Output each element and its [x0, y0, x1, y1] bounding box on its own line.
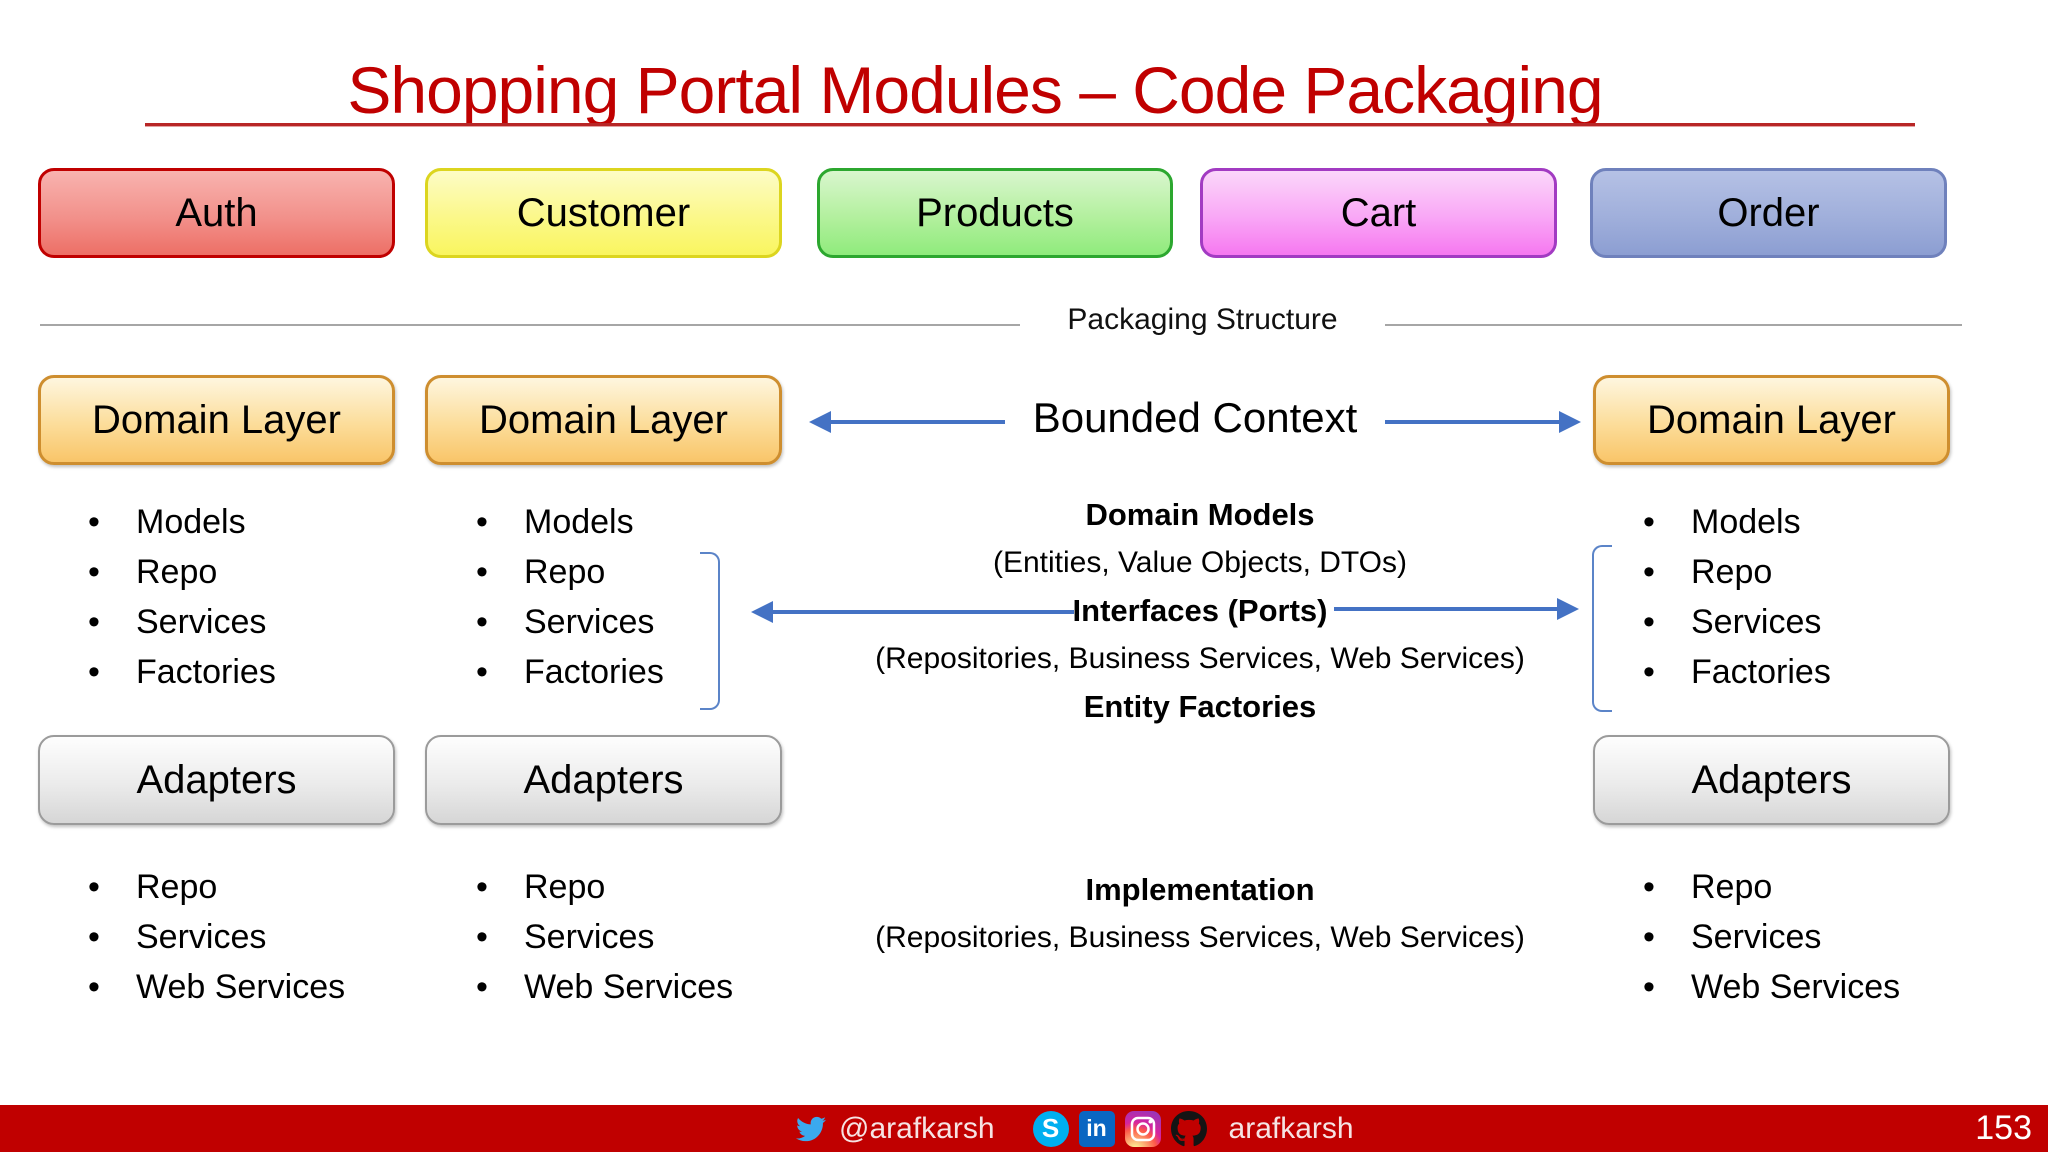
interfaces-left-arrow [751, 601, 1074, 623]
list-item: Models [1643, 497, 1831, 547]
list-item: Factories [88, 647, 276, 697]
adapter-list-1: Repo Services Web Services [88, 862, 345, 1012]
list-item: Services [88, 597, 276, 647]
module-auth: Auth [38, 168, 395, 258]
list-item: Services [476, 912, 733, 962]
entity-factories-title: Entity Factories [1083, 689, 1317, 724]
adapters-box-2: Adapters [425, 735, 782, 825]
list-item: Web Services [1643, 962, 1900, 1012]
domain-list-3: Models Repo Services Factories [1643, 497, 1831, 697]
page-title: Shopping Portal Modules – Code Packaging [347, 53, 1603, 128]
list-item: Repo [1643, 862, 1900, 912]
domain-list-1: Models Repo Services Factories [88, 497, 276, 697]
divider-line-left [40, 324, 1020, 326]
list-item: Repo [1643, 547, 1831, 597]
list-item: Services [1643, 912, 1900, 962]
list-item: Factories [476, 647, 664, 697]
list-item: Services [88, 912, 345, 962]
github-handle[interactable]: arafkarsh [1228, 1111, 1354, 1145]
list-item: Repo [476, 547, 664, 597]
ports-annotation: Domain Models (Entities, Value Objects, … [855, 491, 1545, 731]
bounded-context-left-arrow [809, 411, 1005, 433]
implementation-title: Implementation [1085, 872, 1315, 907]
title-underline [145, 123, 1915, 127]
page-number: 153 [1975, 1109, 2032, 1147]
footer-social-strip: @arafkarsh S in arafkarsh [793, 1105, 1354, 1152]
twitter-handle[interactable]: @arafkarsh [839, 1111, 995, 1145]
github-icon[interactable] [1170, 1110, 1207, 1147]
list-item: Models [476, 497, 664, 547]
list-item: Web Services [476, 962, 733, 1012]
bounded-context-right-arrow [1385, 411, 1581, 433]
list-item: Repo [88, 862, 345, 912]
footer-bar [0, 1105, 2048, 1152]
skype-icon[interactable]: S [1032, 1110, 1069, 1147]
divider-line-right [1385, 324, 1962, 326]
list-item: Web Services [88, 962, 345, 1012]
domain-layer-box-3: Domain Layer [1593, 375, 1950, 465]
list-item: Repo [476, 862, 733, 912]
implementation-annotation: Implementation (Repositories, Business S… [820, 866, 1580, 962]
interfaces-subtitle: (Repositories, Business Services, Web Se… [875, 642, 1525, 675]
list-item: Services [1643, 597, 1831, 647]
instagram-icon[interactable] [1124, 1110, 1161, 1147]
list-item: Services [476, 597, 664, 647]
implementation-subtitle: (Repositories, Business Services, Web Se… [875, 921, 1525, 954]
list-item: Models [88, 497, 276, 547]
domain-layer-box-2: Domain Layer [425, 375, 782, 465]
scope-bracket-column-2 [700, 552, 720, 710]
module-products: Products [817, 168, 1173, 258]
list-item: Repo [88, 547, 276, 597]
adapter-list-3: Repo Services Web Services [1643, 862, 1900, 1012]
scope-bracket-column-3 [1592, 545, 1612, 712]
list-item: Factories [1643, 647, 1831, 697]
adapters-box-1: Adapters [38, 735, 395, 825]
domain-layer-box-1: Domain Layer [38, 375, 395, 465]
twitter-icon[interactable] [793, 1111, 829, 1147]
bounded-context-label: Bounded Context [1032, 394, 1358, 441]
linkedin-icon[interactable]: in [1078, 1110, 1115, 1147]
module-cart: Cart [1200, 168, 1557, 258]
divider-label: Packaging Structure [1067, 303, 1338, 336]
adapter-list-2: Repo Services Web Services [476, 862, 733, 1012]
domain-models-subtitle: (Entities, Value Objects, DTOs) [992, 546, 1408, 579]
interfaces-right-arrow [1334, 598, 1579, 620]
module-customer: Customer [425, 168, 782, 258]
domain-list-2: Models Repo Services Factories [476, 497, 664, 697]
interfaces-title: Interfaces (Ports) [1072, 593, 1328, 628]
adapters-box-3: Adapters [1593, 735, 1950, 825]
domain-models-title: Domain Models [1085, 497, 1315, 532]
module-order: Order [1590, 168, 1947, 258]
